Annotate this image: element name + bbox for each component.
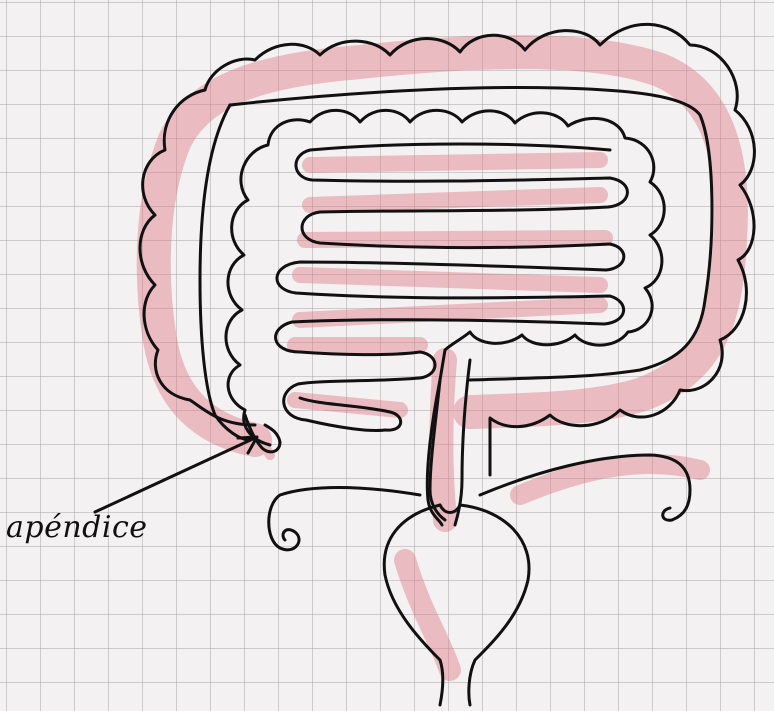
- appendix-label: apéndice: [6, 510, 148, 545]
